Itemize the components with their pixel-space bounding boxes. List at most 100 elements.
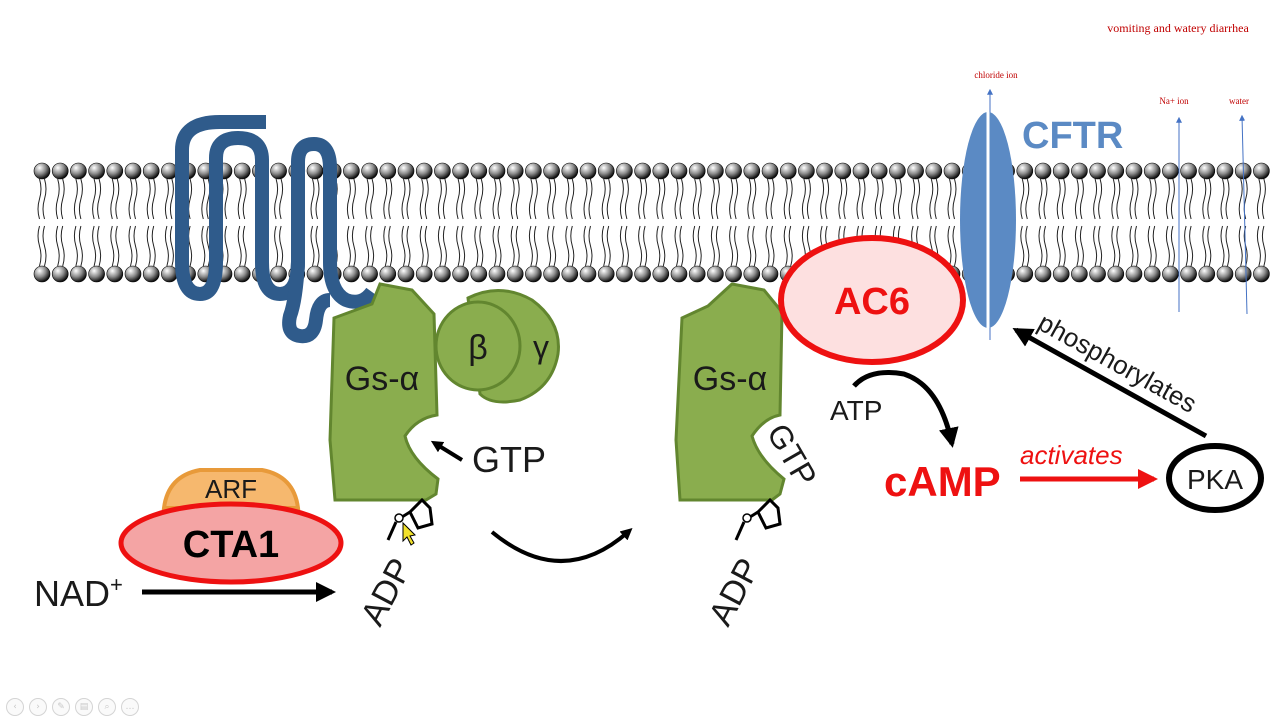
lipid-tail [1238, 178, 1243, 220]
lipid-tail [1098, 178, 1103, 220]
lipid-head [1234, 265, 1252, 283]
lipid-tail [479, 178, 484, 220]
lipid-tail [1061, 225, 1066, 267]
arf-protein [161, 468, 301, 510]
lipid-tail [242, 178, 247, 220]
adp-link-left [386, 521, 398, 541]
lipid-tail [388, 225, 393, 267]
lipid-tail [401, 225, 406, 267]
lipid-tail [661, 225, 666, 267]
lipid-tail [820, 178, 825, 220]
slides-icon[interactable]: ▤ [75, 698, 93, 716]
lipid-tail [92, 178, 97, 220]
lipid-tail [656, 225, 661, 267]
lipid-tail [1152, 225, 1157, 267]
lipid-head [1198, 162, 1216, 180]
lipid-tail [1165, 178, 1170, 220]
lipid-head [816, 162, 833, 180]
lipid-tail [1025, 178, 1030, 220]
lipid-tail [188, 178, 193, 220]
chloride-ion-label: chloride ion [974, 70, 1018, 80]
lipid-tail [770, 225, 775, 267]
lipid-tail [201, 225, 206, 267]
lipid-tail [1238, 225, 1243, 267]
lipid-head [452, 162, 469, 180]
lipid-tail [552, 225, 557, 267]
lipid-tail [365, 225, 370, 267]
gpcr-receptor [175, 115, 378, 309]
lipid-head [652, 162, 670, 180]
lipid-tail [528, 225, 533, 267]
note-vomiting-diarrhea: vomiting and watery diarrhea [1107, 21, 1249, 35]
lipid-tail [729, 178, 734, 220]
lipid-head [415, 265, 433, 283]
lipid-tail [315, 225, 320, 267]
lipid-tail [747, 178, 752, 220]
lipid-tail [838, 178, 843, 220]
lipid-tail [752, 178, 757, 220]
gs-alpha-right [674, 282, 786, 502]
lipid-tail [492, 225, 497, 267]
lipid-tail [1079, 178, 1084, 220]
previous-icon[interactable]: ‹ [6, 698, 24, 716]
lipid-head [707, 162, 724, 180]
lipid-head [1162, 162, 1179, 180]
lipid-head [925, 162, 943, 180]
lipid-tail [1207, 178, 1212, 220]
next-icon[interactable]: › [29, 698, 47, 716]
lipid-head [561, 162, 579, 180]
lipid-head [561, 265, 579, 283]
lipid-head [525, 162, 542, 180]
pen-icon[interactable]: ✎ [52, 698, 70, 716]
lipid-tail [1116, 225, 1121, 267]
more-icon[interactable]: … [121, 698, 139, 716]
lipid-head [870, 162, 888, 180]
lipid-tail [1147, 178, 1152, 220]
cta1-enzyme [118, 501, 344, 585]
lipid-tail [916, 178, 921, 220]
nad-text: NAD [34, 573, 110, 614]
lipid-tail [346, 178, 351, 220]
lipid-tail [346, 225, 351, 267]
lipid-tail [97, 178, 102, 220]
cta1-label: CTA1 [183, 524, 279, 566]
lipid-tail [1202, 178, 1207, 220]
lipid-head [907, 162, 924, 180]
lipid-head [670, 265, 688, 283]
lipid-tail [879, 178, 884, 220]
lipid-tail [42, 225, 47, 267]
lipid-tail [351, 225, 356, 267]
lipid-tail [60, 225, 65, 267]
lipid-head [1125, 162, 1143, 180]
zoom-icon[interactable]: ⌕ [98, 698, 116, 716]
lipid-tail [78, 225, 83, 267]
lipid-head [488, 162, 506, 180]
lipid-tail [638, 178, 643, 220]
pka-label: PKA [1187, 464, 1243, 495]
gtp-entry-arrow [430, 440, 464, 462]
lipid-tail [146, 225, 151, 267]
lipid-head [470, 265, 488, 283]
lipid-head [397, 265, 415, 283]
lipid-tail [497, 225, 502, 267]
lipid-tail [456, 178, 461, 220]
lipid-tail [146, 178, 151, 220]
lipid-tail [115, 225, 120, 267]
lipid-tail [401, 178, 406, 220]
lipid-tail [461, 178, 466, 220]
lipid-tail [1165, 225, 1170, 267]
lipid-head [434, 162, 451, 180]
water-label: water [1229, 96, 1249, 106]
lipid-head [106, 265, 124, 283]
lipid-tail [1074, 225, 1079, 267]
lipid-tail [747, 225, 752, 267]
lipid-head [597, 265, 615, 283]
lipid-tail [1220, 225, 1225, 267]
lipid-tail [510, 225, 515, 267]
lipid-head [1071, 162, 1088, 180]
lipid-tail [601, 225, 606, 267]
lipid-tail [806, 178, 811, 220]
lipid-head [88, 265, 105, 283]
lipid-head [725, 162, 742, 180]
lipid-tail [783, 178, 788, 220]
